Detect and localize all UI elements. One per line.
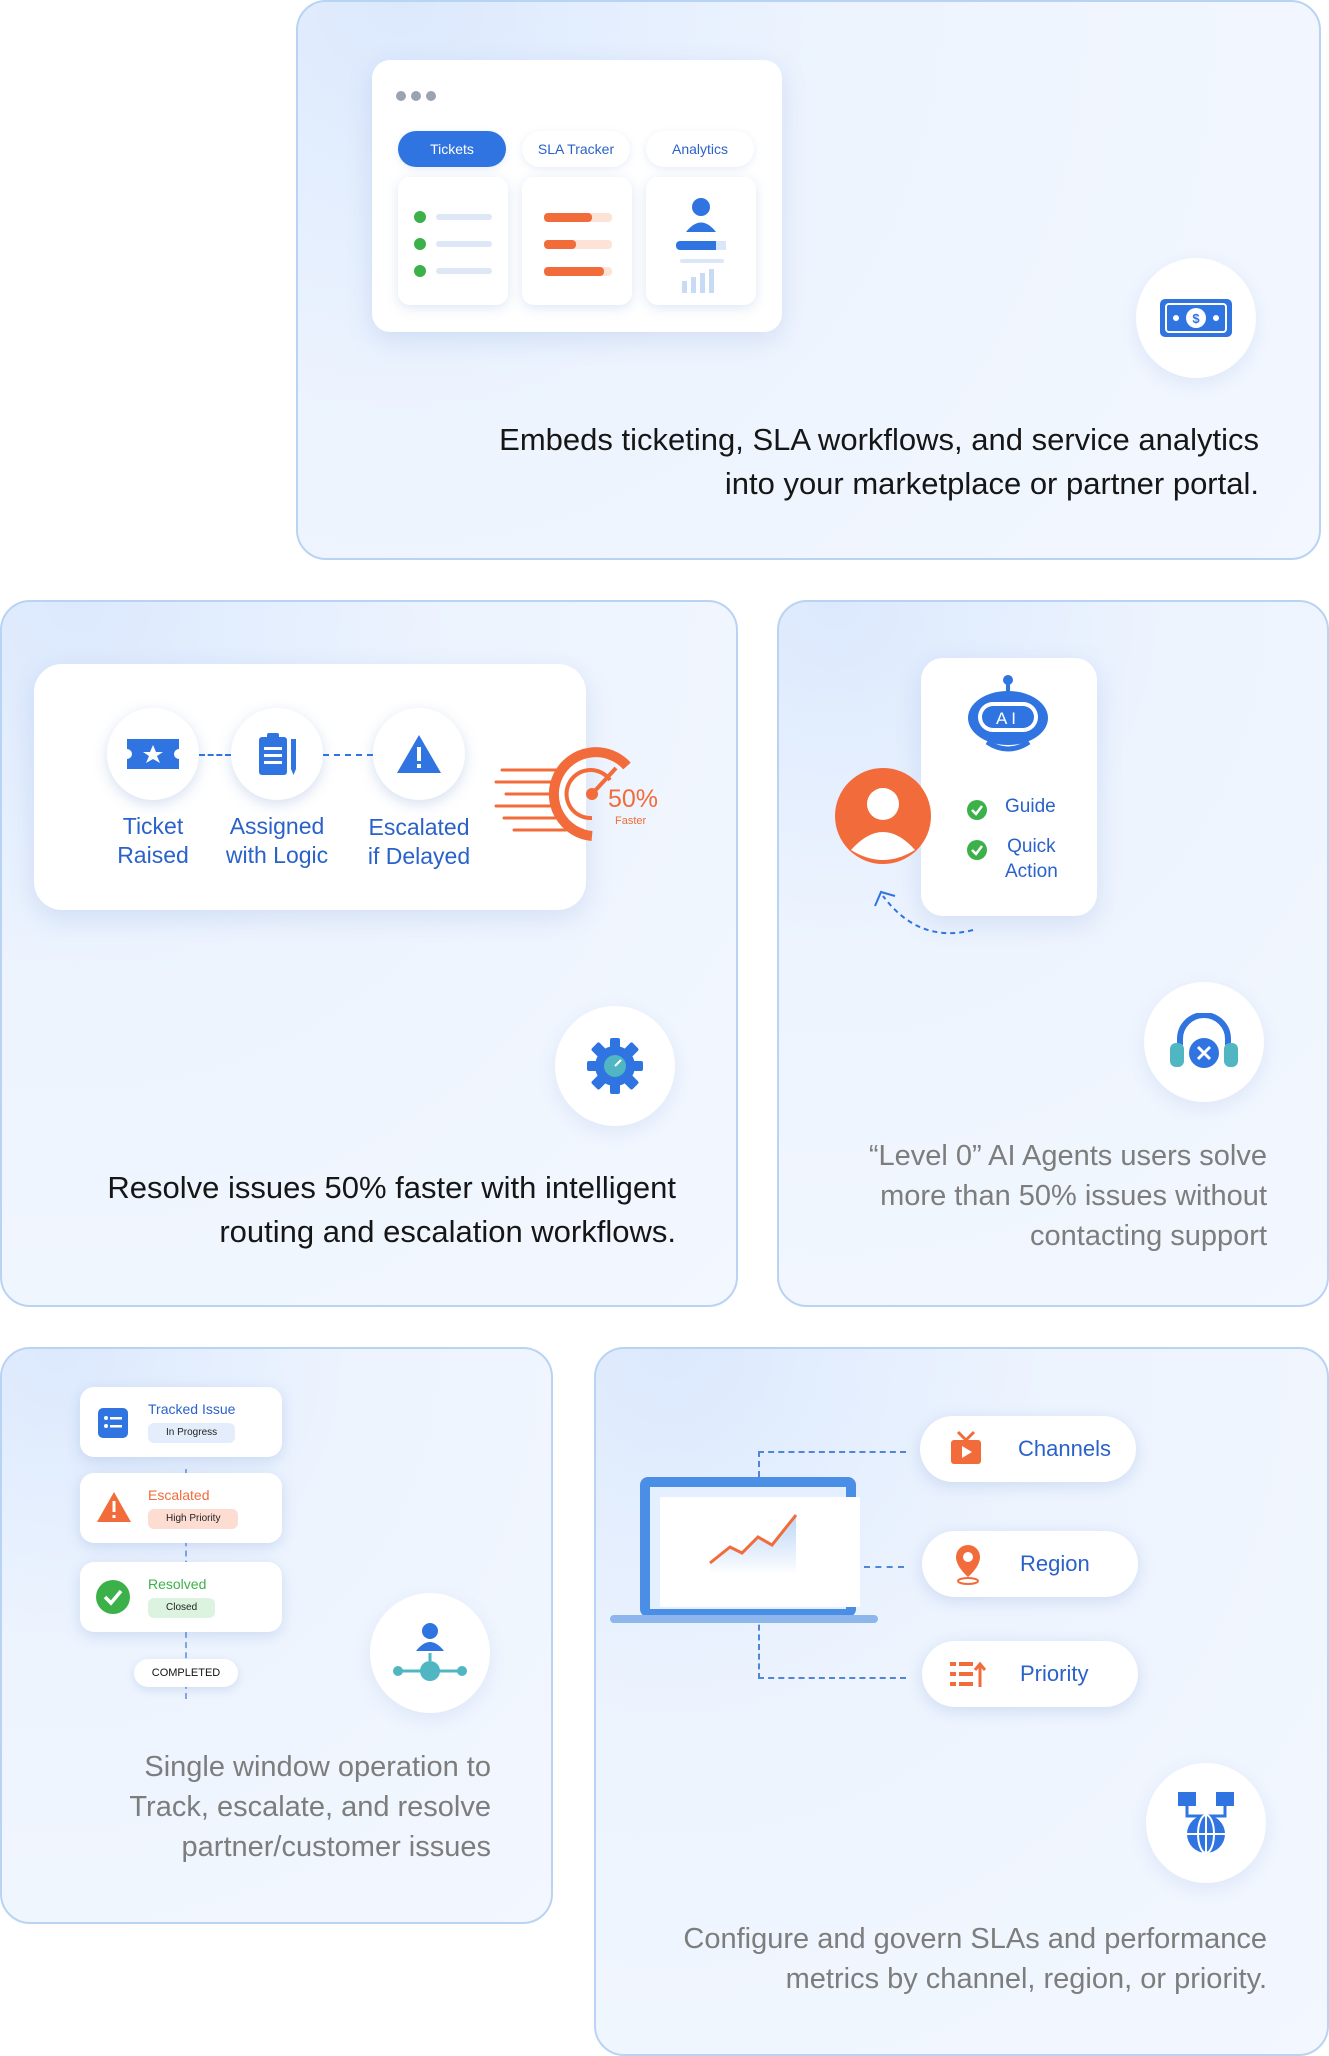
speed-label: Faster [615, 815, 647, 827]
completed-badge: COMPLETED [134, 1659, 238, 1687]
dimension-channels[interactable]: Channels [920, 1416, 1136, 1482]
speedometer-icon [494, 747, 631, 841]
status-pill: Closed [148, 1598, 216, 1618]
task-list-icon [98, 1408, 128, 1438]
check-list-icon [414, 211, 492, 277]
status-card-tracked: Tracked Issue In Progress [80, 1387, 282, 1457]
connector-priority [758, 1615, 906, 1679]
svg-text:AI: AI [996, 709, 1020, 728]
status-pill: High Priority [148, 1509, 239, 1529]
option-guide-label: Guide [1005, 796, 1056, 817]
connector-line-1 [199, 754, 231, 756]
map-pin-icon [956, 1545, 980, 1585]
globe-network-icon [1146, 1763, 1266, 1883]
connector-channels [758, 1451, 906, 1487]
money-bill-icon: $ [1136, 258, 1256, 378]
sla-tracker-preview [522, 177, 632, 305]
clipboard-icon [231, 708, 323, 800]
status-card-escalated: Escalated High Priority [80, 1473, 282, 1543]
ai-robot-icon: AI [968, 675, 1048, 752]
window-dots [396, 88, 436, 106]
status-title: Resolved [148, 1576, 207, 1592]
embed-caption: Embeds ticketing, SLA workflows, and ser… [499, 422, 1259, 501]
gear-gauge-icon [555, 1006, 675, 1126]
tab-tickets[interactable]: Tickets [398, 131, 506, 167]
resolve-caption: Resolve issues 50% faster with intellige… [107, 1170, 676, 1249]
dimension-priority[interactable]: Priority [922, 1641, 1138, 1707]
portal-mockup-window: Tickets SLA Tracker Analytics [372, 60, 782, 332]
tab-sla-tracker[interactable]: SLA Tracker [522, 131, 630, 167]
guide-check-icon [967, 800, 987, 820]
svg-text:$: $ [1192, 311, 1200, 326]
embed-feature-card: Tickets SLA Tracker Analytics [296, 0, 1321, 560]
analytics-preview [646, 177, 756, 305]
check-circle-icon [96, 1580, 130, 1614]
warning-icon [97, 1492, 131, 1522]
dimension-label: Priority [1020, 1661, 1089, 1686]
ticket-list-preview [398, 177, 508, 305]
dimension-region[interactable]: Region [922, 1531, 1138, 1597]
track-caption: Single window operation to Track, escala… [129, 1751, 491, 1863]
ticket-icon [107, 708, 199, 800]
return-arrow-icon [874, 890, 974, 935]
warning-icon [373, 708, 465, 800]
tv-icon [951, 1430, 981, 1464]
status-pill: In Progress [148, 1423, 236, 1443]
sla-bars-icon [544, 213, 612, 276]
ai-agents-caption: “Level 0” AI Agents users solve more tha… [868, 1140, 1267, 1252]
quick-action-check-icon [967, 840, 987, 860]
sla-config-caption: Configure and govern SLAs and performanc… [683, 1923, 1267, 1995]
status-title: Tracked Issue [148, 1401, 236, 1417]
connector-region [864, 1566, 904, 1568]
connector-line-2 [323, 754, 373, 756]
tab-analytics[interactable]: Analytics [646, 131, 754, 167]
status-title: Escalated [148, 1487, 210, 1503]
status-card-resolved: Resolved Closed [80, 1562, 282, 1632]
headset-cancel-icon [1144, 982, 1264, 1102]
sla-config-feature-card: Channels Region Priority Configure and g… [594, 1347, 1329, 2056]
dimension-label: Region [1020, 1551, 1090, 1576]
user-avatar-icon [835, 768, 931, 864]
track-feature-card: Tracked Issue In Progress Escalated High… [0, 1347, 553, 1924]
user-analytics-icon [676, 198, 726, 293]
speed-value: 50% [608, 785, 659, 813]
priority-list-icon [950, 1661, 986, 1687]
laptop-chart-icon [610, 1477, 878, 1623]
user-network-icon [370, 1593, 490, 1713]
dimension-label: Channels [1018, 1436, 1111, 1461]
